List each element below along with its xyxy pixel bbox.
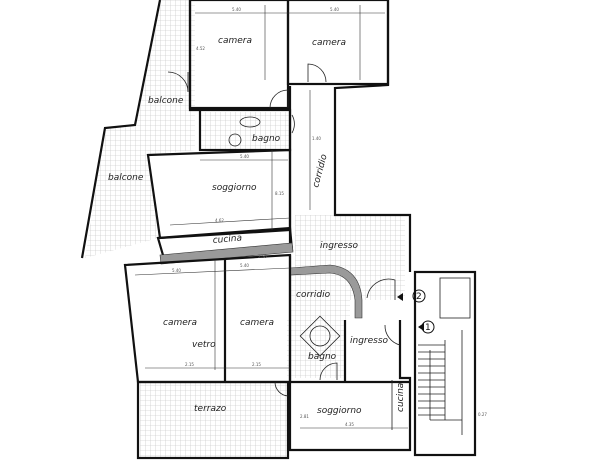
room-label-ingresso: ingresso — [320, 241, 359, 251]
dimension: 5.40 — [330, 7, 339, 12]
door-swing — [291, 114, 295, 134]
entrance-marker-2: 2 — [397, 289, 426, 303]
dimension: 1.40 — [312, 136, 321, 141]
dimension: 0.27 — [478, 412, 487, 417]
door-swing — [269, 89, 289, 109]
dimension: 5.40 — [240, 263, 249, 268]
room-label-balcone: balcone — [148, 96, 184, 106]
camera-top-right-walls — [286, 0, 390, 86]
room-label-bagno: bagno — [252, 134, 281, 144]
balcone-railing — [80, 0, 162, 259]
dimension: 5.40 — [172, 268, 181, 273]
room-label-vetro: vetro — [192, 340, 216, 350]
room-label-camera: camera — [240, 318, 274, 328]
room-label-balcone: balcone — [108, 173, 144, 183]
stair-landing — [439, 277, 471, 319]
ingresso-area — [295, 215, 405, 300]
dimension: 2.15 — [185, 362, 194, 367]
dimension: 2.81 — [300, 414, 309, 419]
room-label-corridoio: corridio — [296, 290, 331, 300]
corridoio-lower-tiles — [290, 270, 350, 320]
door-swing — [384, 324, 401, 346]
dimension: 2.15 — [252, 362, 261, 367]
svg-text:2: 2 — [416, 292, 422, 302]
room-label-camera: camera — [218, 36, 252, 46]
room-label-camera: camera — [312, 38, 346, 48]
lower-core-walls — [288, 255, 412, 452]
dimension: 4.52 — [196, 46, 205, 51]
dimension: 4.62 — [215, 218, 224, 223]
room-label-soggiorno: soggiorno — [317, 406, 362, 416]
dimension: 8.15 — [275, 191, 284, 196]
bagno-lower-tiles — [287, 320, 345, 378]
door-swing — [366, 278, 396, 300]
bathtub-icon — [299, 315, 341, 357]
room-label-cucina: cucina — [212, 233, 242, 246]
cucina-partition — [159, 242, 294, 265]
stair-block — [413, 270, 477, 457]
room-label-corridoio: corridio — [311, 153, 330, 189]
room-label-terrazo: terrazo — [194, 404, 227, 414]
soggiorno-walls — [146, 148, 292, 240]
bagno-upper-tiles — [200, 112, 290, 150]
room-label-bagno: bagno — [308, 352, 337, 362]
entrance-marker-1: 1 — [418, 320, 435, 334]
svg-text:1: 1 — [425, 323, 431, 333]
room-label-ingresso: ingresso — [350, 336, 389, 346]
room-label-cucina: cucina — [396, 383, 406, 412]
room-label-camera: camera — [163, 318, 197, 328]
curved-partition — [289, 264, 363, 319]
door-swing — [307, 63, 327, 83]
door-swing — [319, 362, 338, 381]
room-label-soggiorno: soggiorno — [212, 183, 257, 193]
dimension: 5.40 — [240, 154, 249, 159]
toilet-icon — [228, 133, 242, 147]
dimension-lines — [134, 5, 408, 429]
dimension: 2.50 — [258, 254, 267, 259]
camera-top-left-walls — [188, 0, 290, 110]
dimension: 4.35 — [345, 422, 354, 427]
terrazo-area — [140, 382, 288, 458]
terrazo-walls — [136, 380, 290, 460]
stairs — [418, 330, 463, 435]
dimension: 5.40 — [232, 7, 241, 12]
sink-icon — [239, 116, 261, 128]
door-swing — [274, 381, 289, 397]
balcone-area — [85, 0, 195, 258]
door-swing — [167, 71, 189, 93]
